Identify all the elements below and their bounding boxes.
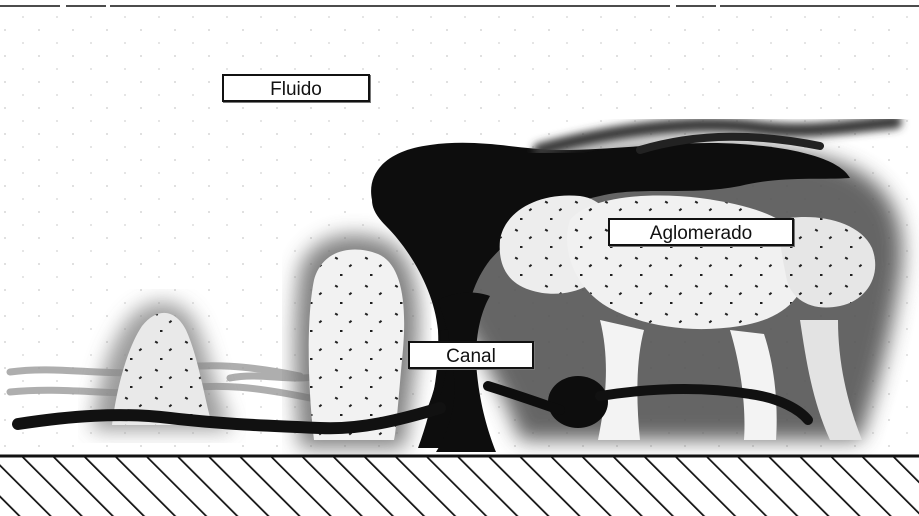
fluid-label: Fluido [222,74,370,102]
channel-label: Canal [408,341,534,369]
agglomerate-label: Aglomerado [608,218,794,246]
large-agglomerate [371,122,902,448]
base-plate [0,456,919,516]
